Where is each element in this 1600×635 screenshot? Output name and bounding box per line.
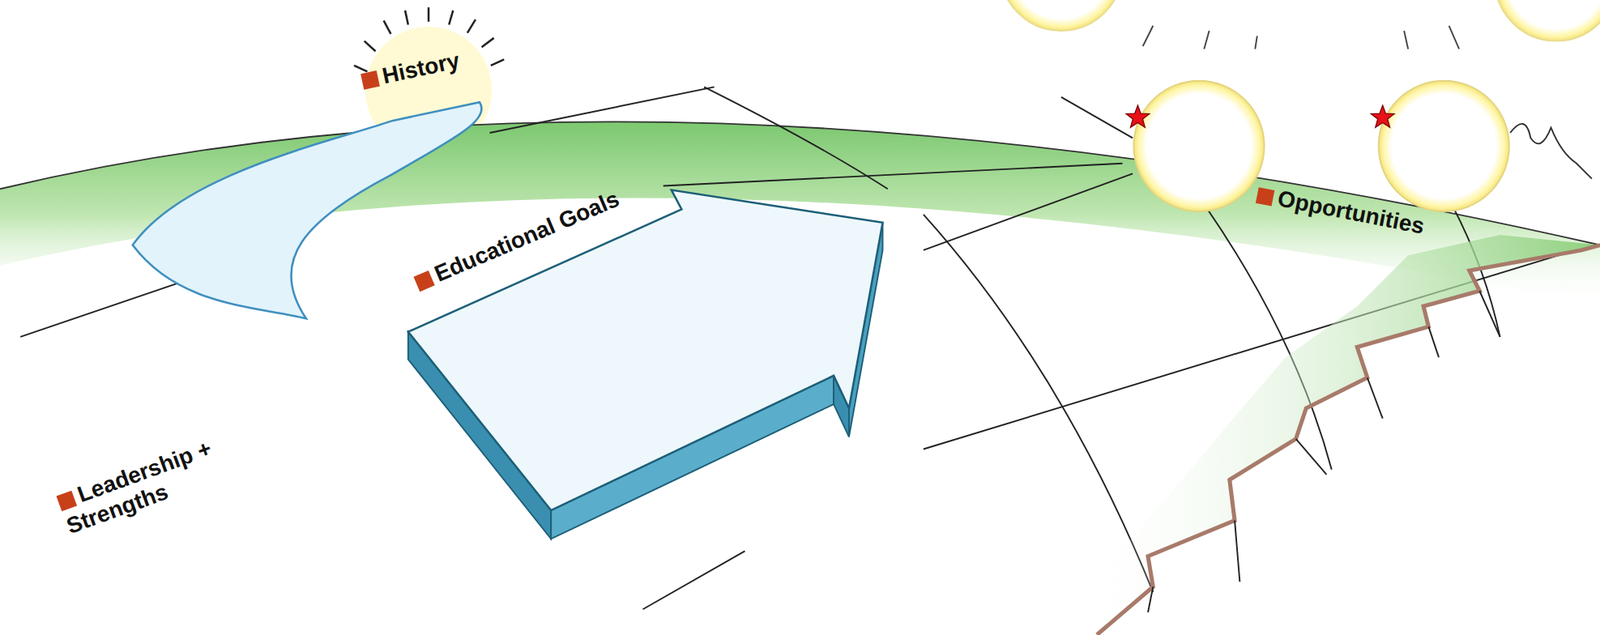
river	[132, 102, 483, 319]
bullet-marker	[1255, 187, 1275, 206]
bullet-marker	[360, 70, 380, 90]
coastline	[1061, 234, 1600, 635]
opportunity-circles	[1126, 81, 1592, 212]
top-circles	[999, 0, 1600, 97]
